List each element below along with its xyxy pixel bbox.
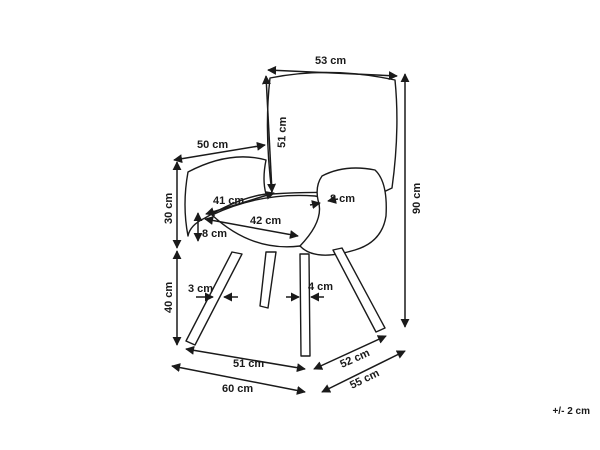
dim-line-overall-width — [171, 363, 306, 395]
dim-line-arm-length — [173, 141, 266, 164]
dim-line-top-width — [267, 65, 398, 81]
label-arm-thickness-right: 8 cm — [330, 193, 355, 205]
label-arm-height: 30 cm — [163, 193, 175, 224]
dim-line-arm-thickness-right-b — [327, 194, 339, 204]
dim-line-seat-width — [204, 216, 299, 239]
dim-line-seat-depth — [205, 191, 275, 216]
label-top-width: 53 cm — [315, 55, 346, 67]
label-total-height: 90 cm — [411, 183, 423, 214]
label-base-width: 51 cm — [233, 358, 264, 370]
label-leg-height: 40 cm — [163, 282, 175, 313]
label-leg-width-left: 3 cm — [188, 283, 213, 295]
right-armrest-outline — [299, 167, 387, 256]
dim-line-arm-thickness-right — [309, 200, 321, 210]
leg-back-right — [332, 247, 386, 333]
tolerance-note: +/- 2 cm — [552, 406, 590, 417]
label-back-height: 51 cm — [276, 116, 289, 148]
label-seat-width: 42 cm — [250, 215, 281, 227]
dim-line-overall-depth — [321, 350, 406, 393]
label-leg-width-right: 4 cm — [308, 281, 333, 293]
label-overall-width: 60 cm — [222, 383, 253, 395]
label-arm-length: 50 cm — [197, 139, 228, 151]
label-arm-thickness-left: 8 cm — [202, 228, 227, 240]
leg-front-left — [185, 251, 243, 346]
leg-front-right — [299, 253, 311, 357]
leg-back-left — [259, 251, 277, 309]
label-seat-depth: 41 cm — [213, 195, 244, 207]
dim-line-back-height — [261, 75, 277, 193]
